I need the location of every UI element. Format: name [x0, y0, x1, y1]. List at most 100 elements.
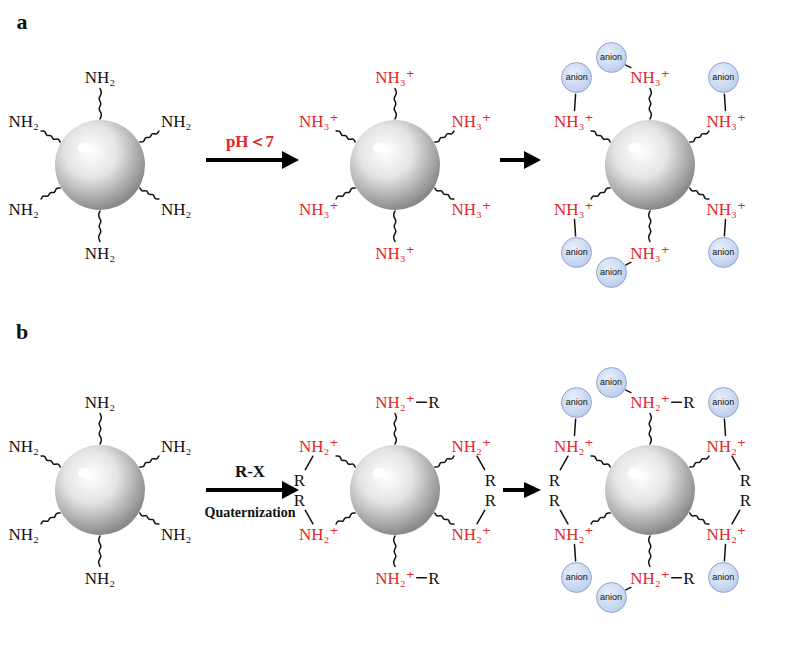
- anion-label: anion: [712, 248, 734, 257]
- bond-line: [591, 131, 610, 142]
- bond-line: [336, 188, 355, 199]
- anion-circle: anion: [708, 562, 739, 593]
- anion-label: anion: [600, 53, 622, 62]
- bond-line: [140, 188, 159, 199]
- bond-line: [649, 211, 651, 242]
- condition-label: pH＜7: [226, 133, 274, 150]
- amine-group: NH₃⁺: [706, 201, 745, 218]
- bond-line: [435, 513, 454, 524]
- amine-group: NH₂⁺: [299, 438, 338, 455]
- bond-line: [140, 131, 159, 142]
- anion-label: anion: [712, 573, 734, 582]
- particles: [55, 120, 695, 535]
- alkyl-group: R: [683, 394, 694, 411]
- anion-circle: anion: [708, 62, 739, 93]
- bond-line: [99, 211, 101, 242]
- amine-group: NH₂⁺: [630, 570, 669, 587]
- amine-group: NH₂⁺: [706, 438, 745, 455]
- bond-line: [690, 188, 709, 199]
- anion-circle: anion: [561, 387, 592, 418]
- anion-label: anion: [712, 73, 734, 82]
- alkyl-group: R: [549, 492, 560, 509]
- bond-line: [99, 414, 101, 445]
- bond-line: [435, 131, 454, 142]
- bond-line: [690, 131, 709, 142]
- particle-sphere: [350, 445, 440, 535]
- amine-group: NH₂⁺: [299, 526, 338, 543]
- particle-sphere: [55, 120, 145, 210]
- reaction-arrows: [206, 151, 541, 499]
- anion-circle: anion: [596, 257, 627, 288]
- ion-pair-line: [574, 219, 575, 235]
- bond-line: [394, 414, 396, 445]
- amine-group: NH₃⁺: [451, 201, 490, 218]
- ion-pair-line: [626, 587, 631, 589]
- anion-label: anion: [566, 573, 588, 582]
- alkyl-bond: [417, 577, 427, 579]
- bond-line: [41, 456, 60, 467]
- anion-circle: anion: [596, 367, 627, 398]
- ion-pair-line: [724, 94, 725, 110]
- alkyl-bond: [305, 510, 313, 523]
- reaction-label: Quaternization: [205, 506, 296, 520]
- bond-line: [649, 89, 651, 120]
- alkyl-bond: [477, 456, 485, 469]
- alkyl-group: R: [485, 471, 496, 488]
- anion-circle: anion: [561, 562, 592, 593]
- amine-group: NH₂: [85, 69, 115, 86]
- bond-line: [394, 211, 396, 242]
- amine-group: NH₃⁺: [554, 201, 593, 218]
- bond-line: [649, 536, 651, 567]
- anion-circle: anion: [561, 62, 592, 93]
- amine-group: NH₃⁺: [630, 69, 669, 86]
- bond-line: [336, 456, 355, 467]
- bond-line: [336, 513, 355, 524]
- highlight: [373, 143, 385, 153]
- alkyl-group: R: [294, 471, 305, 488]
- particle-sphere: [55, 445, 145, 535]
- bond-line: [649, 414, 651, 445]
- amine-group: NH₂: [85, 394, 115, 411]
- amine-group: NH₂: [9, 526, 39, 543]
- ion-pair-line: [574, 419, 575, 435]
- bond-line: [435, 456, 454, 467]
- alkyl-group: R: [294, 492, 305, 509]
- amine-group: NH₂⁺: [554, 438, 593, 455]
- alkyl-bond: [560, 510, 568, 523]
- ion-pair-line: [626, 65, 631, 67]
- alkyl-group: R: [428, 394, 439, 411]
- amine-group: NH₂⁺: [630, 394, 669, 411]
- amine-group: NH₃⁺: [299, 113, 338, 130]
- alkyl-group: R: [740, 492, 751, 509]
- reaction-arrow: [500, 158, 526, 162]
- highlight: [628, 468, 640, 478]
- alkyl-bond: [672, 401, 682, 403]
- anion-label: anion: [566, 398, 588, 407]
- bond-line: [591, 513, 610, 524]
- bond-line: [690, 456, 709, 467]
- bonds: [41, 65, 740, 590]
- anion-circle: anion: [596, 582, 627, 613]
- ion-pair-line: [626, 262, 631, 264]
- amine-group: NH₃⁺: [375, 245, 414, 262]
- amine-group: NH₂: [85, 245, 115, 262]
- arrow-head: [282, 151, 299, 169]
- anion-circle: anion: [561, 237, 592, 268]
- amine-group: NH₂⁺: [554, 526, 593, 543]
- anion-label: anion: [600, 593, 622, 602]
- amine-group: NH₂: [161, 201, 191, 218]
- ion-pair-line: [724, 219, 725, 235]
- bond-line: [41, 513, 60, 524]
- reagent-label: R-X: [235, 463, 265, 480]
- anion-label: anion: [600, 378, 622, 387]
- alkyl-group: R: [740, 471, 751, 488]
- arrow-head: [524, 482, 541, 498]
- alkyl-group: R: [485, 492, 496, 509]
- bond-line: [394, 536, 396, 567]
- amine-group: NH₂: [161, 438, 191, 455]
- bond-line: [140, 513, 159, 524]
- amine-group: NH₂: [85, 570, 115, 587]
- amine-group: NH₃⁺: [299, 201, 338, 218]
- amine-group: NH₂: [161, 113, 191, 130]
